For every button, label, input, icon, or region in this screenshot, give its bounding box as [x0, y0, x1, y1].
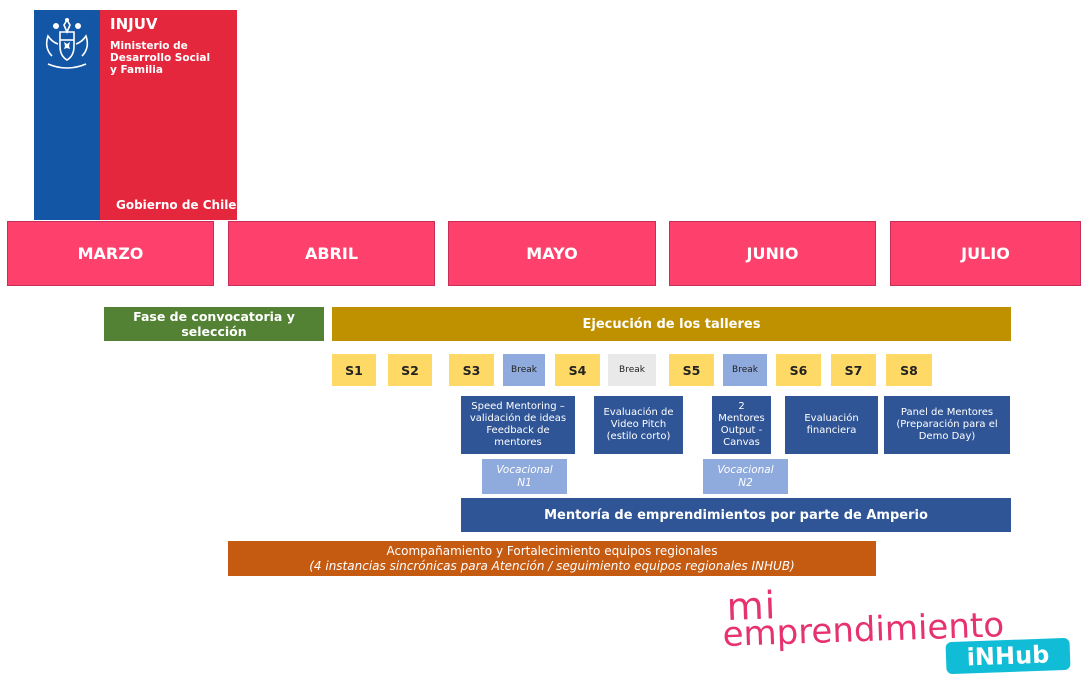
break-3: Break	[723, 354, 767, 386]
session-s2: S2	[388, 354, 432, 386]
activity-speed-mentoring: Speed Mentoring – validación de ideas Fe…	[461, 396, 575, 454]
break-1: Break	[503, 354, 545, 386]
session-s5: S5	[669, 354, 714, 386]
logo-name: INJUV	[110, 15, 158, 33]
activity-panel-mentores: Panel de Mentores (Preparación para el D…	[884, 396, 1010, 454]
phase-ejecucion: Ejecución de los talleres	[332, 307, 1011, 341]
session-s7: S7	[831, 354, 876, 386]
logo-government: Gobierno de Chile	[116, 198, 237, 212]
acompanamiento-bar: Acompañamiento y Fortalecimiento equipos…	[228, 541, 876, 576]
activity-video-pitch: Evaluación de Video Pitch (estilo corto)	[594, 396, 683, 454]
brand-inhub: iNHub	[945, 637, 1071, 675]
coat-of-arms-icon	[45, 18, 89, 69]
vocacional-n1: Vocacional N1	[482, 459, 567, 494]
month-junio: JUNIO	[669, 221, 876, 286]
session-s8: S8	[886, 354, 932, 386]
activity-evaluacion-financiera: Evaluación financiera	[785, 396, 878, 454]
month-marzo: MARZO	[7, 221, 214, 286]
session-s6: S6	[776, 354, 821, 386]
logo-red-panel	[100, 10, 237, 220]
activity-mentores-canvas: 2 Mentores Output - Canvas	[712, 396, 771, 454]
logo-ministry: Ministerio de Desarrollo Social y Famili…	[110, 40, 211, 76]
mentoria-bar: Mentoría de emprendimientos por parte de…	[461, 498, 1011, 532]
month-mayo: MAYO	[448, 221, 656, 286]
session-s3: S3	[449, 354, 494, 386]
month-abril: ABRIL	[228, 221, 435, 286]
session-s1: S1	[332, 354, 376, 386]
vocacional-n2: Vocacional N2	[703, 459, 788, 494]
phase-convocatoria: Fase de convocatoria y selección	[104, 307, 324, 341]
session-s4: S4	[555, 354, 600, 386]
acompanamiento-line2: (4 instancias sincrónicas para Atención …	[309, 558, 795, 573]
acompanamiento-line1: Acompañamiento y Fortalecimiento equipos…	[386, 543, 718, 558]
break-2: Break	[608, 354, 656, 386]
month-julio: JULIO	[890, 221, 1081, 286]
